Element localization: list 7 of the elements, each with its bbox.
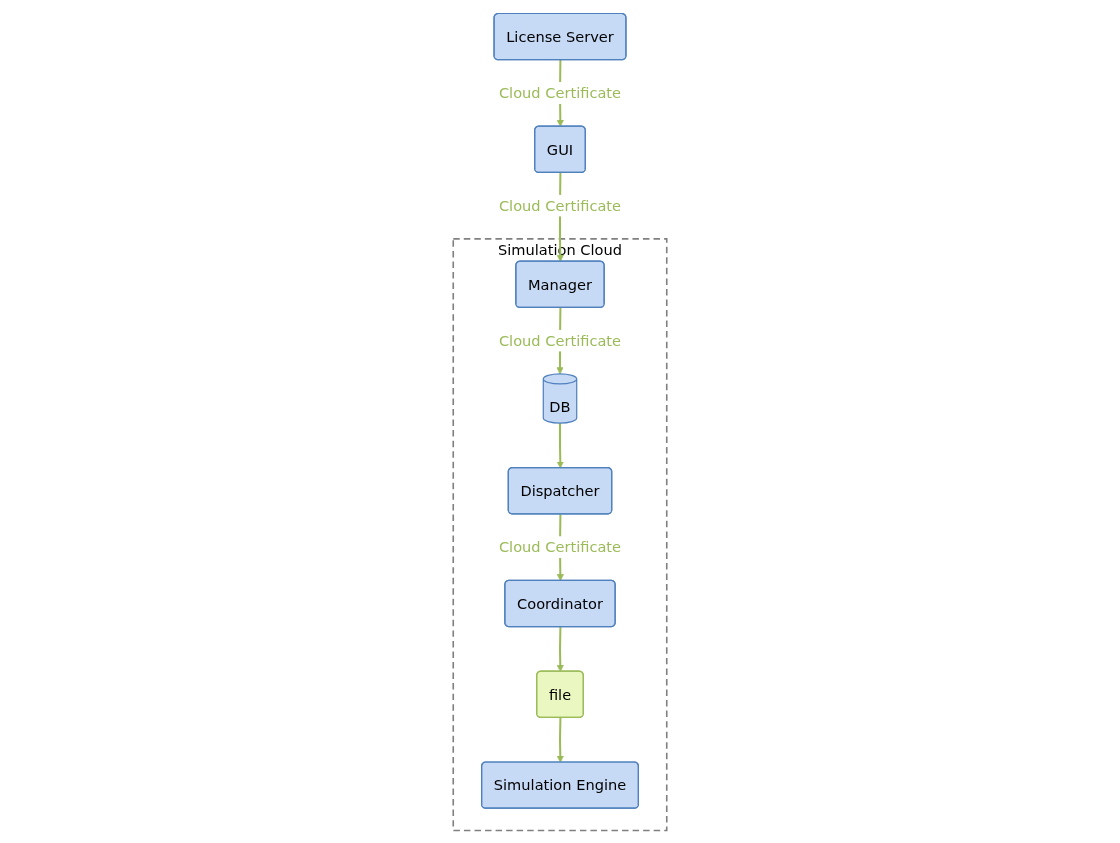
edge-label: Cloud Certificate [498,538,622,556]
edge-label: Cloud Certificate [498,331,622,349]
arrow [556,422,564,468]
edge-label: Cloud Certificate [498,196,622,214]
arrow [556,717,564,763]
edge-label: Cloud Certificate [498,83,622,101]
arrow [556,626,564,672]
